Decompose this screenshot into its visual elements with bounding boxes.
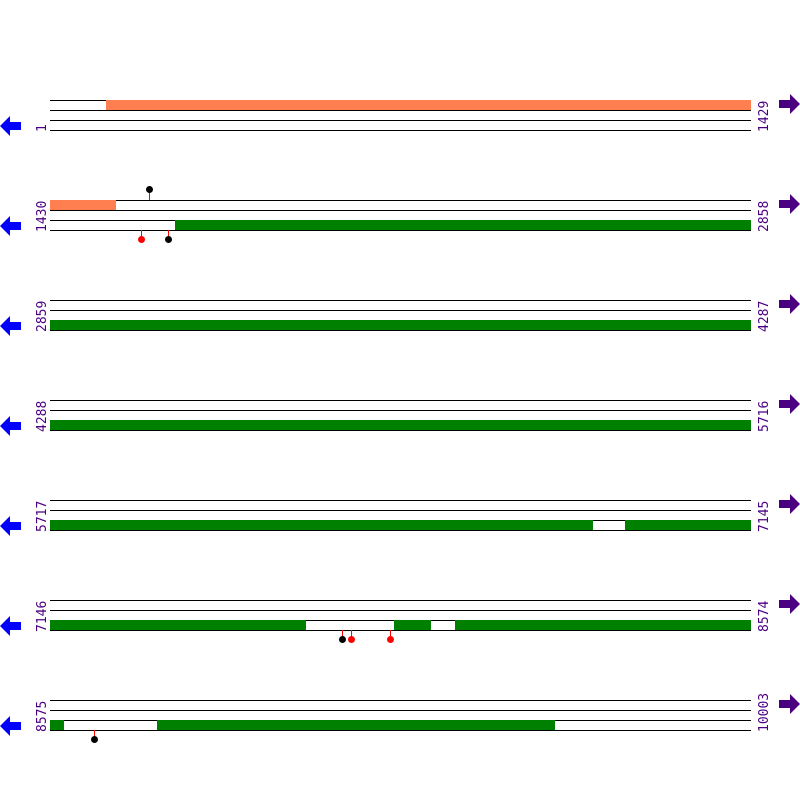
arrow-right-icon[interactable] [778,94,800,114]
arrow-left-icon[interactable] [0,216,22,236]
arrow-right-icon[interactable] [778,694,800,714]
marker-stem [168,230,169,240]
track-line [50,510,751,511]
row-start-label: 5717 [35,500,50,532]
feature-bar-green[interactable] [50,720,64,730]
marker-stem [342,630,343,640]
track-line [50,200,751,201]
row-start-label: 1430 [35,200,50,232]
arrow-right-icon[interactable] [778,194,800,214]
feature-bar-green[interactable] [50,520,593,530]
feature-bar-orange[interactable] [50,200,116,210]
arrow-right-icon[interactable] [778,494,800,514]
feature-bar-green[interactable] [50,420,751,430]
track-line [50,210,751,211]
track-line [50,710,751,711]
track-line [50,410,751,411]
row-start-label: 8575 [35,700,50,732]
track-line [50,110,751,111]
site-marker-icon[interactable] [91,736,98,743]
row-end-label: 7145 [757,500,772,532]
track-line [50,430,751,431]
marker-stem [390,630,391,640]
feature-bar-orange[interactable] [106,100,751,110]
feature-bar-green[interactable] [157,720,555,730]
row-end-label: 5716 [757,400,772,432]
track-line [50,310,751,311]
feature-bar-green[interactable] [455,620,751,630]
row-end-label: 2858 [757,200,772,232]
track-line [50,700,751,701]
row-end-label: 10003 [757,692,772,732]
arrow-left-icon[interactable] [0,116,22,136]
track-line [50,530,751,531]
track-line [50,500,751,501]
track-line [50,130,751,131]
row-end-label: 1429 [757,100,772,132]
track-line [50,610,751,611]
site-marker-icon[interactable] [339,636,346,643]
track-line [50,600,751,601]
arrow-left-icon[interactable] [0,516,22,536]
row-end-label: 4287 [757,300,772,332]
marker-stem [94,730,95,740]
track-line [50,330,751,331]
site-marker-icon[interactable] [165,236,172,243]
track-line [50,400,751,401]
feature-bar-green[interactable] [394,620,431,630]
arrow-left-icon[interactable] [0,316,22,336]
row-start-label: 4288 [35,400,50,432]
site-marker-icon[interactable] [387,636,394,643]
row-start-label: 7146 [35,600,50,632]
track-line [50,230,751,231]
site-marker-icon[interactable] [348,636,355,643]
arrow-left-icon[interactable] [0,416,22,436]
marker-stem [149,190,150,200]
track-line [50,120,751,121]
track-line [50,300,751,301]
row-end-label: 8574 [757,600,772,632]
arrow-right-icon[interactable] [778,394,800,414]
site-marker-icon[interactable] [138,236,145,243]
marker-stem [351,630,352,640]
sequence-row: 8575 10003 [0,0,800,736]
feature-bar-green[interactable] [50,620,306,630]
track-line [50,730,751,731]
marker-stem [141,230,142,240]
arrow-right-icon[interactable] [778,294,800,314]
track-line [50,630,751,631]
arrow-left-icon[interactable] [0,716,22,736]
row-start-label: 2859 [35,300,50,332]
feature-bar-green[interactable] [50,320,751,330]
feature-bar-green[interactable] [625,520,751,530]
arrow-left-icon[interactable] [0,616,22,636]
arrow-right-icon[interactable] [778,594,800,614]
feature-bar-green[interactable] [175,220,751,230]
site-marker-icon[interactable] [146,186,153,193]
row-start-label: 1 [35,124,50,132]
